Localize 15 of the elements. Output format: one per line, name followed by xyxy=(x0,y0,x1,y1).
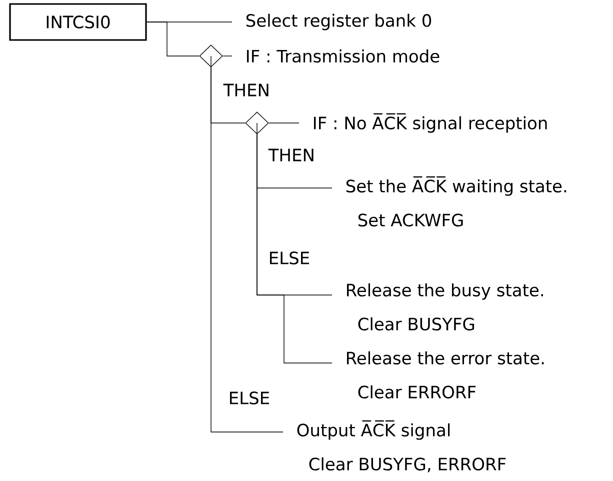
branch-label: THEN xyxy=(223,84,268,96)
connector-line xyxy=(210,67,284,432)
step-text: Output A̅C̅K̅ signal Clear BUSYFG, ERRORF xyxy=(297,420,506,472)
branch-label: ELSE xyxy=(230,392,270,404)
step-text: Set the A̅C̅K̅ waiting state. Set ACKWFG xyxy=(346,176,566,227)
step-text: Release the busy state. Clear BUSYFG xyxy=(347,283,543,330)
condition-text: IF : No A̅C̅K̅ signal reception xyxy=(268,113,547,133)
condition-text: IF : Transmission mode xyxy=(222,49,440,63)
connector-line xyxy=(256,134,332,364)
step-text: Release the error state. Clear ERRORF xyxy=(347,351,544,398)
branch-label: THEN xyxy=(268,148,314,162)
connector-line xyxy=(146,22,200,56)
start-box: INTCSI0 xyxy=(9,3,147,41)
step-text: Select register bank 0 xyxy=(246,14,432,30)
branch-label: ELSE xyxy=(270,252,310,264)
